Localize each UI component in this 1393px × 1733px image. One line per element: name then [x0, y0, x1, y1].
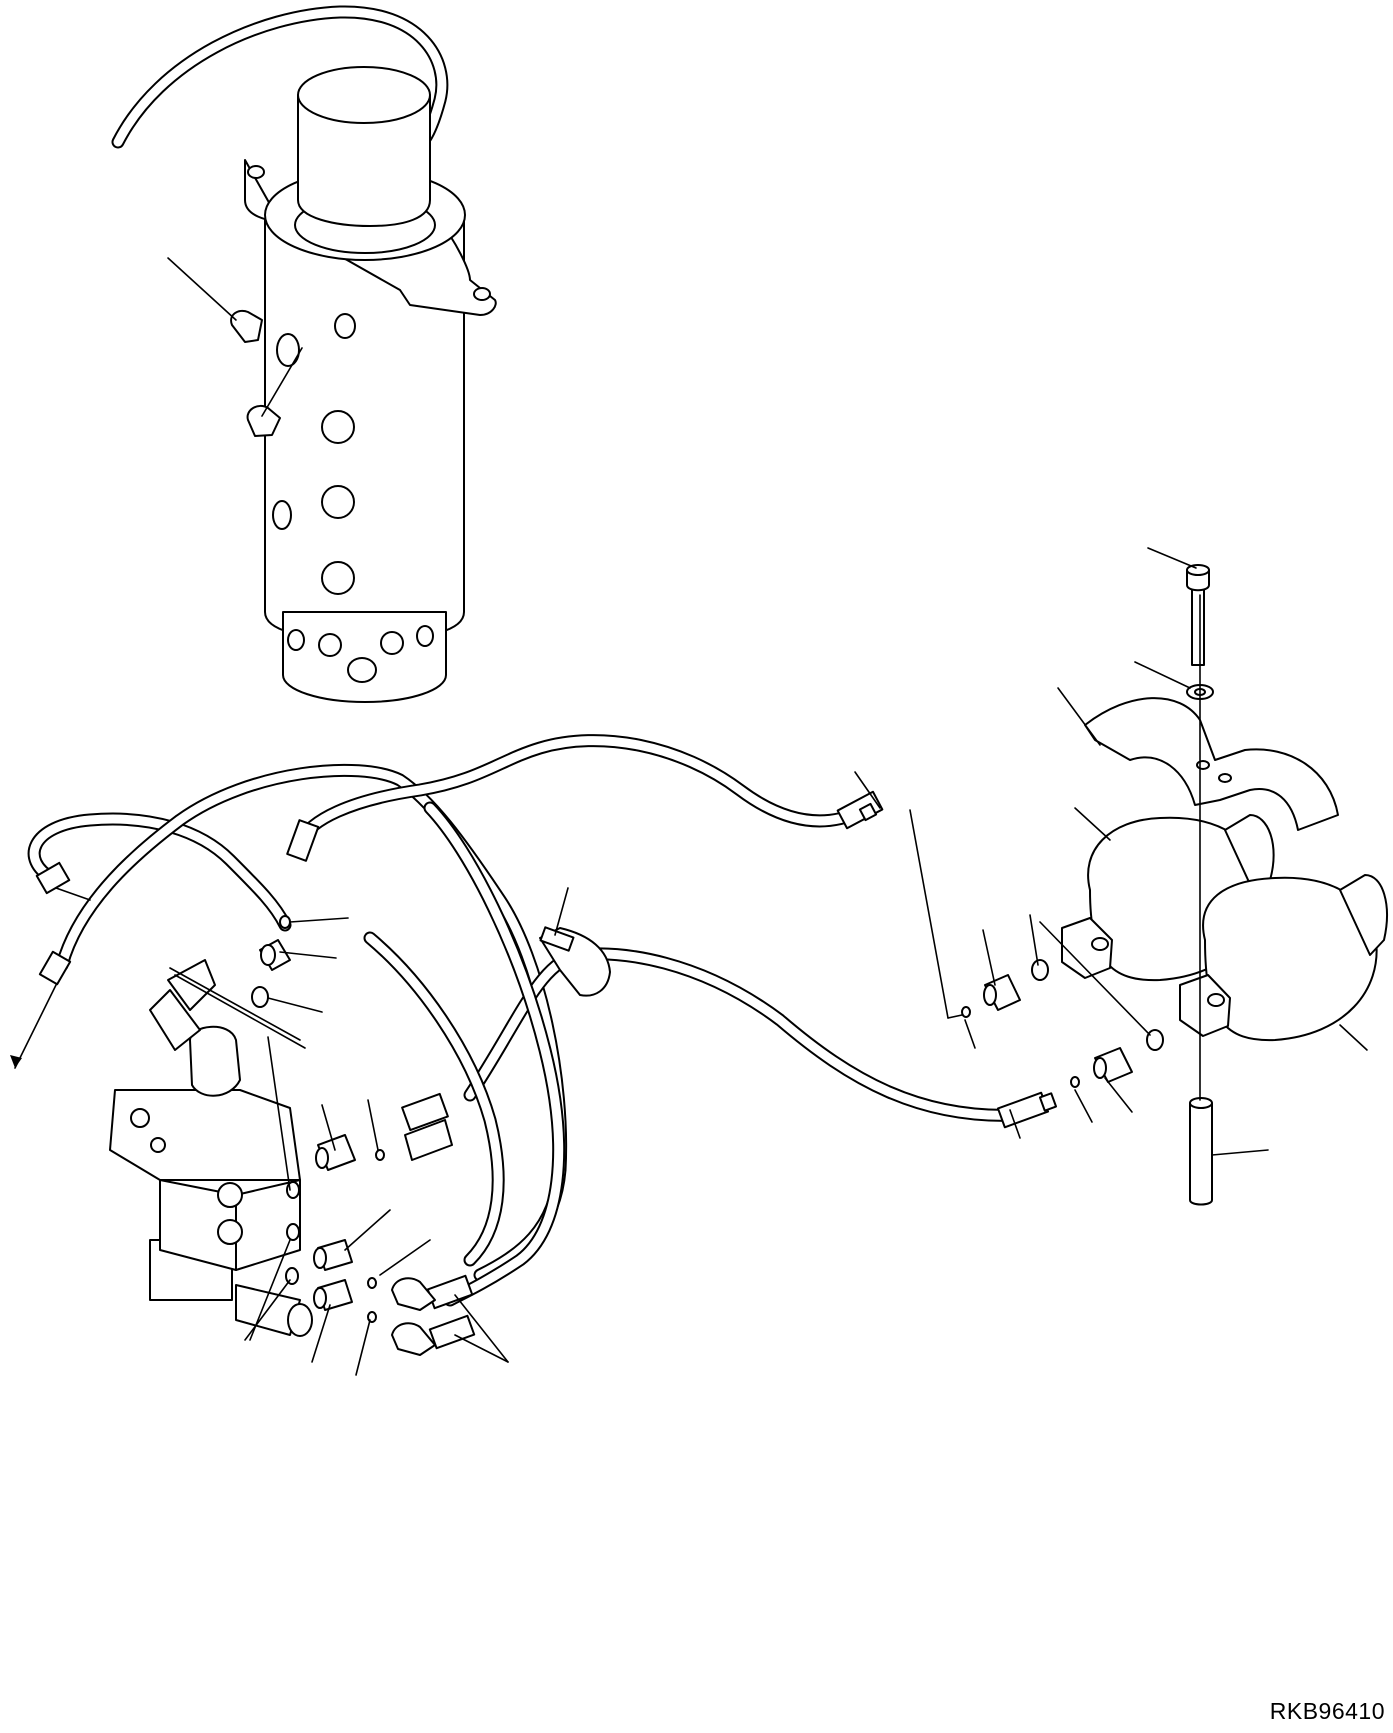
- swivel-port: [322, 486, 354, 518]
- mounting-bolt: [1187, 565, 1209, 665]
- swivel-port: [277, 334, 299, 366]
- o-rings: [252, 916, 384, 1322]
- hydraulic-hoses: [34, 741, 1020, 1300]
- adapter-mid-2: [314, 1240, 352, 1270]
- hose-end-fitting-upper: [287, 820, 318, 861]
- o-ring: [252, 987, 268, 1007]
- valve-boot: [190, 1027, 240, 1096]
- accumulator-port-nut: [1062, 918, 1112, 978]
- o-ring: [280, 916, 290, 928]
- o-ring: [1071, 1077, 1079, 1087]
- o-ring: [962, 1007, 970, 1017]
- swivel-lower-port: [381, 632, 403, 654]
- swivel-elbow-fitting: [231, 311, 262, 342]
- swivel-port: [322, 562, 354, 594]
- accumulator-adapter-lower: [1071, 1030, 1163, 1087]
- valve-port: [218, 1220, 242, 1244]
- swivel-cap-body: [298, 95, 430, 226]
- valve-pivot: [131, 1109, 149, 1127]
- mounting-bracket: [1085, 698, 1338, 830]
- flange-bolt-hole: [248, 166, 264, 178]
- hose-end-fittings: [10, 792, 1056, 1355]
- leader-line: [262, 348, 302, 416]
- o-ring: [287, 1224, 299, 1240]
- hose-end-fitting-lower-1: [392, 1276, 472, 1310]
- hose-end-fitting-accumulator-bottom: [998, 1093, 1056, 1128]
- spacer-collar: [1190, 1098, 1212, 1205]
- hose-end-fitting-lower-2: [392, 1316, 474, 1355]
- valve-body-front: [236, 1180, 300, 1270]
- leader-line: [168, 258, 236, 320]
- swivel-port: [335, 314, 355, 338]
- swivel-lower-section: [283, 612, 446, 702]
- swivel-joint: [118, 12, 496, 702]
- accumulator-port-nut: [1180, 975, 1230, 1036]
- bracket-hole: [1197, 761, 1209, 769]
- o-ring: [1147, 1030, 1163, 1050]
- accumulator-port: [1092, 938, 1108, 950]
- valve-port: [218, 1183, 242, 1207]
- valve-lever-rod: [170, 968, 300, 1040]
- adapter-mid-1: [316, 1135, 355, 1170]
- leader-line: [555, 888, 568, 935]
- valve-linkage: [150, 990, 200, 1050]
- adapter-fittings: [260, 940, 452, 1310]
- swivel-port: [322, 411, 354, 443]
- valve-solenoid-end: [288, 1304, 312, 1336]
- accumulator-adapter-upper: [962, 960, 1048, 1017]
- swivel-elbow-fitting: [248, 406, 280, 436]
- arrow-head-icon: [10, 1055, 22, 1068]
- swivel-cap-top: [298, 67, 430, 123]
- hose-fitting-mid: [405, 1120, 452, 1160]
- swivel-lower-port: [417, 626, 433, 646]
- hose-clamp: [540, 888, 610, 996]
- accumulator-lower: [1180, 875, 1387, 1040]
- bracket-hole: [1219, 774, 1231, 782]
- flange-bolt-hole: [474, 288, 490, 300]
- o-ring: [368, 1278, 376, 1288]
- swivel-lower-port: [348, 658, 376, 682]
- accumulators: [962, 815, 1387, 1087]
- leader-lines: [245, 548, 1367, 1375]
- valve-pivot: [151, 1138, 165, 1152]
- hose-end-fitting-accumulator-top: [838, 792, 883, 828]
- accumulator-port: [1208, 994, 1224, 1006]
- swivel-port: [273, 501, 291, 529]
- adapter-lower: [314, 1280, 352, 1310]
- drawing-id-label: RKB96410: [1269, 1698, 1385, 1724]
- hose-end-fitting-left-top: [37, 863, 90, 900]
- swivel-lower-port: [319, 634, 341, 656]
- o-ring: [376, 1150, 384, 1160]
- o-ring: [1032, 960, 1048, 980]
- pilot-valve: [110, 960, 312, 1336]
- hose-end-fitting-mid: [402, 1094, 448, 1130]
- swivel-lower-port: [288, 630, 304, 650]
- hose-end-fitting-left-bottom: [10, 952, 70, 1068]
- o-ring: [286, 1268, 298, 1284]
- adapter-upper: [260, 940, 290, 970]
- valve-mount-plate: [110, 1090, 300, 1180]
